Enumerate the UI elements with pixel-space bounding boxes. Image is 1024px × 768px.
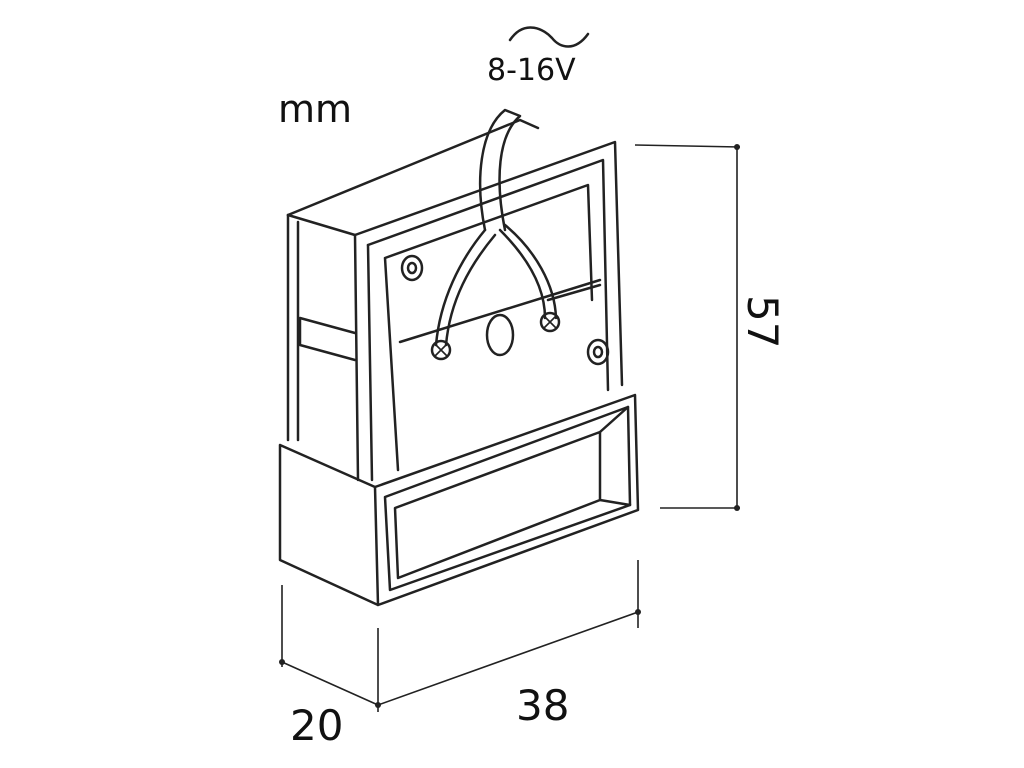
mount-screw	[400, 254, 424, 282]
terminal-screw	[430, 339, 452, 361]
terminal-screw	[539, 311, 561, 333]
height-label: 57	[738, 295, 787, 348]
back-box	[286, 118, 540, 442]
front-frame	[353, 140, 624, 482]
base-block	[278, 393, 640, 607]
voltage-label: 8-16V	[487, 53, 576, 88]
units-label: mm	[278, 87, 352, 131]
dimension-height: 57	[634, 144, 787, 511]
width-label: 38	[516, 681, 569, 730]
mount-screw	[586, 338, 610, 366]
dimension-width-depth: 20 38	[279, 560, 641, 750]
ac-tilde-icon	[508, 26, 590, 48]
cable	[434, 108, 558, 347]
depth-label: 20	[290, 701, 343, 750]
